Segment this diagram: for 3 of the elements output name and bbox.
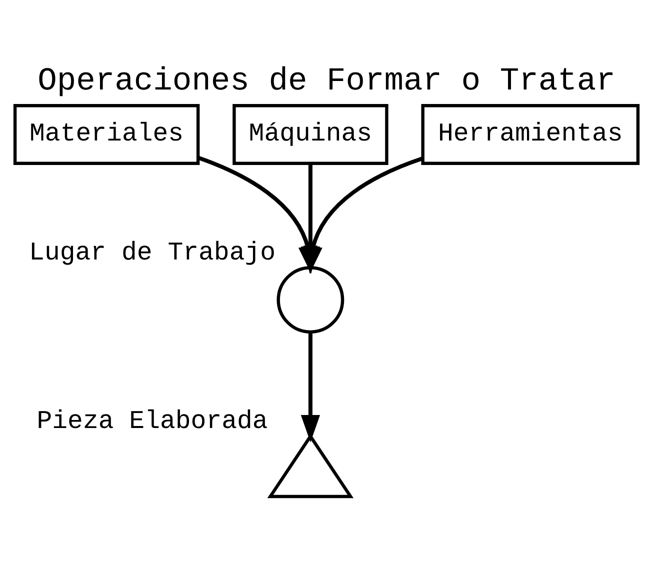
diagram-title: Operaciones de Formar o Tratar — [38, 62, 616, 100]
node-label: Pieza Elaborada — [36, 406, 268, 436]
node-label: Lugar de Trabajo — [29, 238, 276, 267]
